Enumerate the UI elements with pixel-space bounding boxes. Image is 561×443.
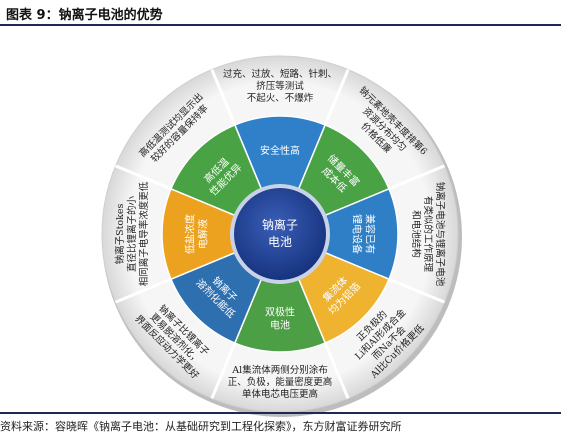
outer-ring-separator xyxy=(388,164,446,191)
outer-text-compatible: 钠离子电池与锂离子电池有类似的工作原理和电池结构 xyxy=(410,182,446,287)
center-circle xyxy=(234,188,326,280)
outer-ring-separator xyxy=(323,342,350,400)
segment-label-compatible: 兼容已有锂电设备 xyxy=(351,214,377,254)
segment-label-bipolar: 双极性电池 xyxy=(265,306,295,332)
outer-ring-separator xyxy=(114,277,172,304)
outer-ring-separator xyxy=(388,277,446,304)
figure-title: 图表 9：钠离子电池的优势 xyxy=(6,8,163,23)
center-label-line2: 电池 xyxy=(268,235,292,249)
outer-ring-separator xyxy=(323,68,350,126)
outer-ring-separator xyxy=(114,164,172,191)
bottom-rule xyxy=(0,412,561,414)
source-note: 资料来源：容晓晖《钠离子电池：从基础研究到工程化探索》，东方财富证券研究所 xyxy=(0,420,402,433)
segment-label-lowconc: 低盐浓度电解液 xyxy=(184,214,210,254)
outer-ring-separator xyxy=(210,342,237,400)
outer-text-safety: 过充、过放、短路、针刺、挤压等测试不起火、不爆炸 xyxy=(223,68,337,104)
outer-text-bipolar: Al集流体两侧分别涂布正、负极，能量密度更高单体电芯电压更高 xyxy=(228,364,333,400)
outer-text-lowconc: 钠离子Stokes直径比锂离子的小相同离子电导率浓度更低 xyxy=(114,181,150,286)
center-label-line1: 钠离子 xyxy=(262,217,298,232)
segment-label-safety: 安全性高 xyxy=(260,144,300,157)
outer-ring-separator xyxy=(210,68,237,126)
title-rule xyxy=(0,24,561,26)
